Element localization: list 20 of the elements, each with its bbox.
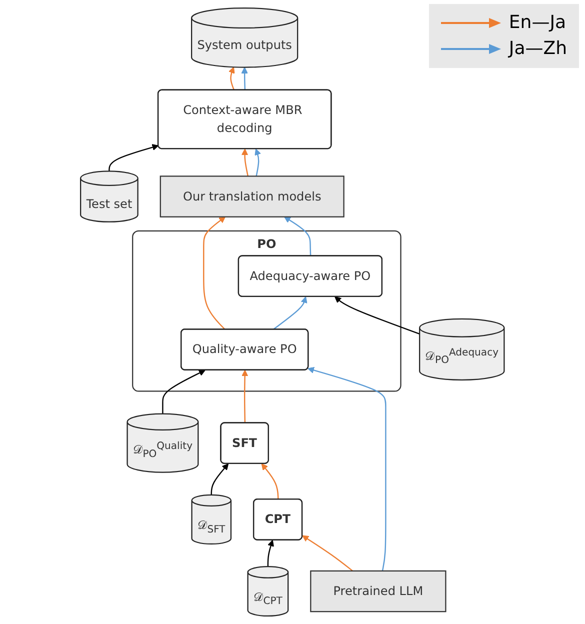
arrow xyxy=(162,370,206,414)
arrow xyxy=(254,148,262,176)
arrow xyxy=(308,366,386,572)
arrow xyxy=(108,144,159,172)
arrow xyxy=(284,216,312,256)
arrow xyxy=(228,66,235,90)
arrow xyxy=(203,216,226,330)
arrow xyxy=(210,463,229,495)
arrow xyxy=(273,296,308,330)
arrow xyxy=(241,66,248,90)
arrow xyxy=(242,370,248,424)
arrow xyxy=(334,296,420,335)
arrow xyxy=(242,148,249,176)
legend-label: En—Ja xyxy=(508,11,566,35)
node-box: Our translation models xyxy=(160,176,344,218)
legend-label: Ja—Zh xyxy=(508,37,567,61)
arrow xyxy=(261,463,279,500)
node-box: Pretrained LLM xyxy=(310,570,446,612)
arrow xyxy=(267,540,274,567)
arrow xyxy=(302,535,354,572)
